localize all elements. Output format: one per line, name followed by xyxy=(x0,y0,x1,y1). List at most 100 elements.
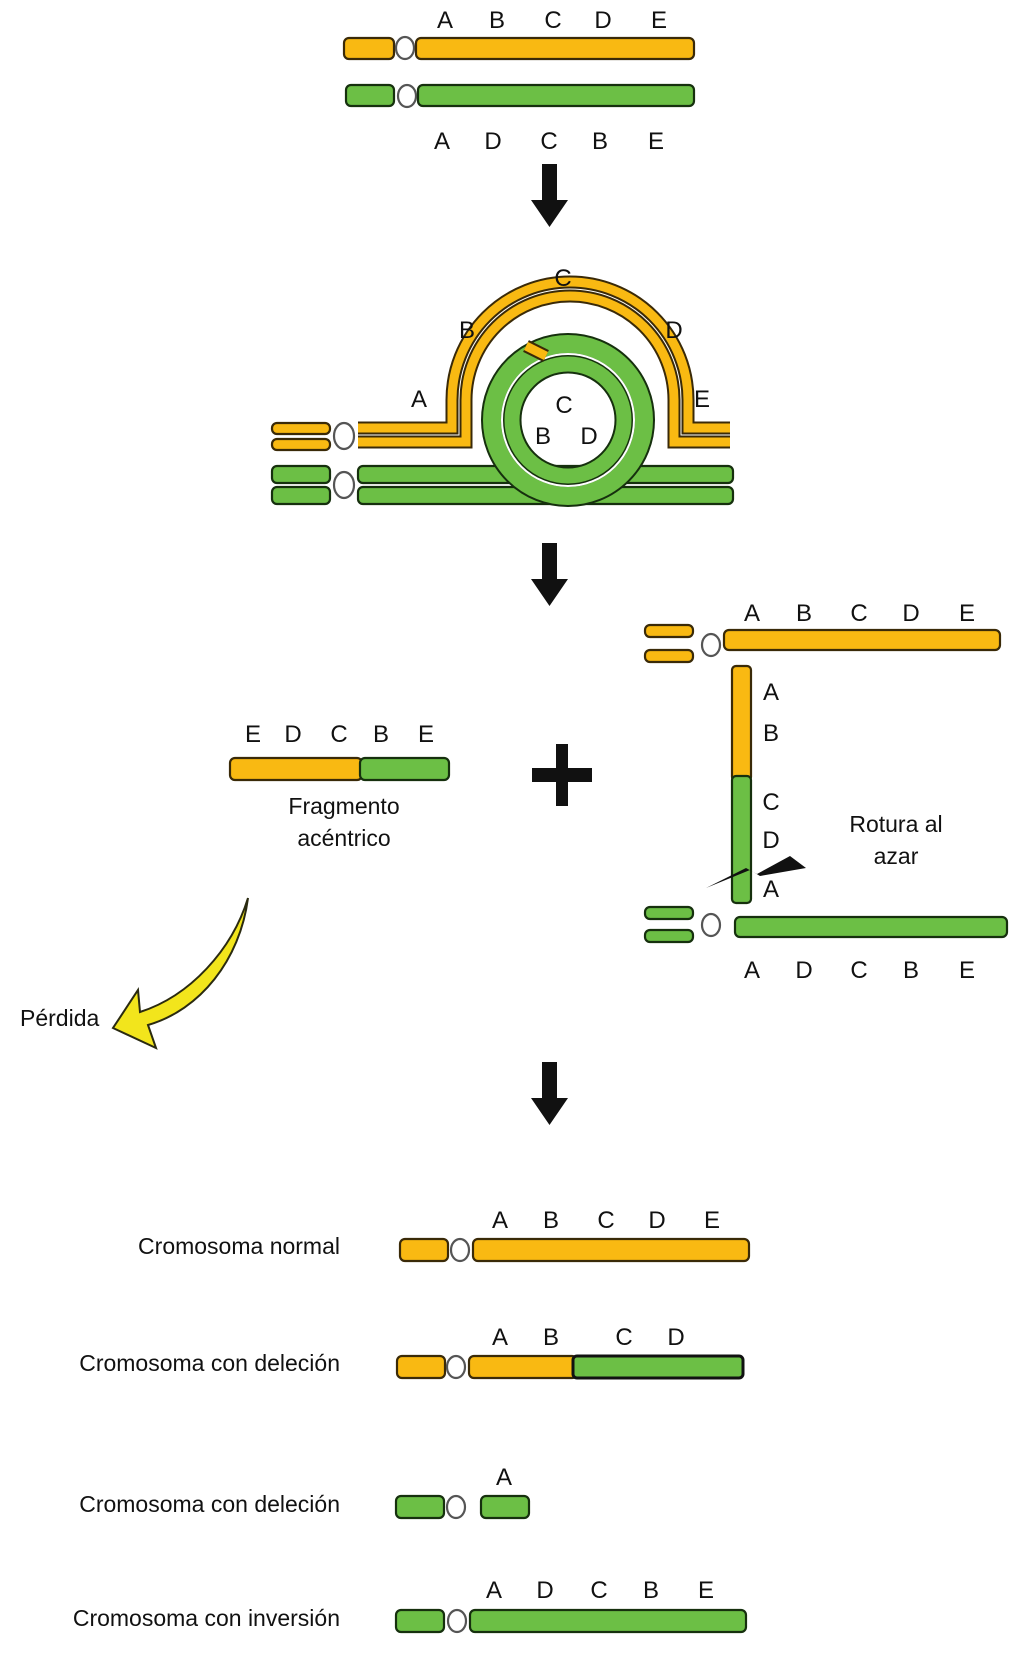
gene-label: B xyxy=(489,7,505,34)
long-arm xyxy=(471,1237,751,1263)
centromere xyxy=(446,1608,468,1634)
bridge-green-part xyxy=(730,774,753,905)
gene-label: B xyxy=(543,1207,559,1234)
gene-label: A xyxy=(486,1577,502,1604)
result-label: Cromosoma con inversión xyxy=(73,1605,340,1631)
short-arm xyxy=(270,437,332,452)
gene-label: B xyxy=(903,957,919,984)
gene-label: D xyxy=(667,1324,684,1351)
short-arm xyxy=(398,1237,450,1263)
centromere xyxy=(449,1237,471,1263)
long-arm-green xyxy=(571,1354,745,1380)
centromere xyxy=(445,1354,467,1380)
gene-label: E xyxy=(959,600,975,627)
result-inversion: Cromosoma con inversión A D C B E xyxy=(73,1577,748,1634)
gene-label: E xyxy=(648,128,664,155)
bridge-yellow-part xyxy=(730,664,753,783)
short-arm xyxy=(394,1608,446,1634)
long-arm xyxy=(416,83,696,108)
gene-label: E xyxy=(418,721,434,748)
gene-label: C xyxy=(850,600,867,627)
gene-label: C xyxy=(554,265,571,292)
centromere xyxy=(332,470,356,500)
break-label-line1: Rotura al xyxy=(849,811,942,837)
short-arm xyxy=(394,1494,446,1520)
centromere xyxy=(332,421,356,451)
gene-label: C xyxy=(544,7,561,34)
gene-label: B xyxy=(535,423,551,450)
gene-label: D xyxy=(594,7,611,34)
result-label: Cromosoma normal xyxy=(138,1233,340,1259)
centromere xyxy=(445,1494,467,1520)
gene-label: C xyxy=(597,1207,614,1234)
gene-label: D xyxy=(484,128,501,155)
result-label: Cromosoma con deleción xyxy=(79,1350,340,1376)
break-label-line2: azar xyxy=(874,843,919,869)
break-lightning-icon xyxy=(706,856,806,888)
gene-label: A xyxy=(744,600,760,627)
short-arm xyxy=(270,485,332,506)
gene-label: A xyxy=(744,957,760,984)
short-arm xyxy=(643,623,695,639)
gene-label: D xyxy=(536,1577,553,1604)
top-long-arm xyxy=(722,628,1002,652)
result-deletion-2: Cromosoma con deleción A xyxy=(79,1464,531,1520)
gene-label: C xyxy=(555,392,572,419)
result-deletion-1: Cromosoma con deleción A B C D xyxy=(79,1324,745,1380)
centromere xyxy=(700,632,722,658)
gene-label: A xyxy=(411,386,427,413)
gene-label: D xyxy=(762,827,779,854)
gene-label: C xyxy=(615,1324,632,1351)
long-arm xyxy=(414,36,696,61)
gene-label: D xyxy=(902,600,919,627)
stage1-homologs: A B C D E A D C B E xyxy=(342,7,696,155)
centromere xyxy=(396,83,418,109)
long-arm-yellow xyxy=(467,1354,579,1380)
loss-label: Pérdida xyxy=(20,1005,99,1031)
down-arrow-icon xyxy=(531,1062,568,1125)
gene-label: A xyxy=(437,7,453,34)
gene-label: A xyxy=(434,128,450,155)
plus-icon xyxy=(532,744,592,806)
gene-label: B xyxy=(763,720,779,747)
fragment-label-line2: acéntrico xyxy=(297,825,390,851)
short-arm xyxy=(270,421,332,436)
short-arm xyxy=(643,905,695,921)
centromere xyxy=(394,35,416,61)
gene-label: D xyxy=(580,423,597,450)
down-arrow-icon xyxy=(531,164,568,227)
fragment-label-line1: Fragmento xyxy=(288,793,399,819)
gene-label: E xyxy=(694,386,710,413)
gene-label: B xyxy=(373,721,389,748)
gene-label: A xyxy=(496,1464,512,1491)
gene-label: A xyxy=(492,1324,508,1351)
centromere xyxy=(700,912,722,938)
short-arm xyxy=(643,648,695,664)
gene-label: E xyxy=(651,7,667,34)
short-arm xyxy=(395,1354,447,1380)
gene-label: A xyxy=(492,1207,508,1234)
gene-label: E xyxy=(245,721,261,748)
result-label: Cromosoma con deleción xyxy=(79,1491,340,1517)
gene-label: D xyxy=(648,1207,665,1234)
fragment-green-part xyxy=(358,756,451,782)
gene-label: C xyxy=(540,128,557,155)
gene-label: A xyxy=(763,876,779,903)
short-arm xyxy=(344,83,396,108)
short-arm xyxy=(643,928,695,944)
gene-label: B xyxy=(543,1324,559,1351)
gene-label: B xyxy=(643,1577,659,1604)
short-arm xyxy=(342,36,396,61)
long-arm xyxy=(479,1494,531,1520)
gene-label: E xyxy=(704,1207,720,1234)
inverted-chromosome xyxy=(344,83,696,109)
gene-label: A xyxy=(763,679,779,706)
result-normal: Cromosoma normal A B C D E xyxy=(138,1207,751,1263)
gene-label: B xyxy=(796,600,812,627)
bottom-long-arm xyxy=(733,915,1009,939)
gene-label: D xyxy=(284,721,301,748)
stage2-inversion-loop: C B D A E C B D xyxy=(270,265,735,507)
loss-arrow-icon xyxy=(111,897,249,1050)
short-arm xyxy=(270,464,332,485)
gene-label: E xyxy=(959,957,975,984)
